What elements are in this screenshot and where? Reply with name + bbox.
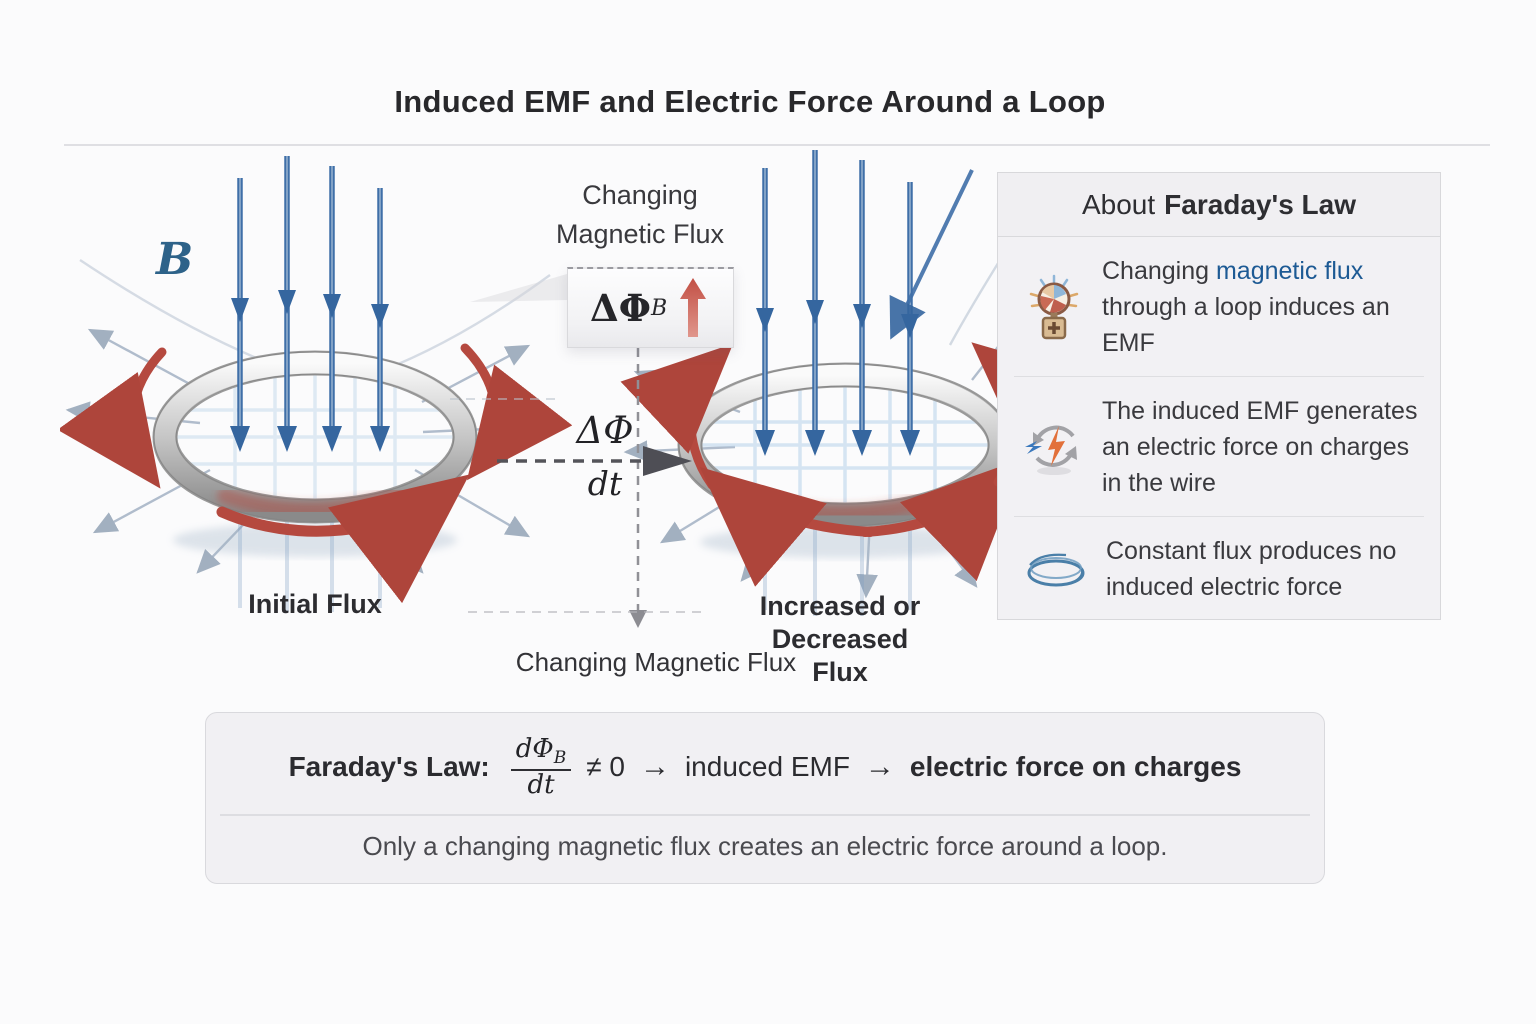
constant-flux-icon [1022,543,1090,595]
delta-flux-symbol: ΔΦ [590,286,651,330]
item1-highlight: magnetic flux [1215,257,1364,285]
b-field-arrows [755,150,974,616]
formula-note: Only a changing magnetic flux creates an… [362,831,1168,861]
initial-flux-caption: Initial Flux [248,589,382,619]
flux-plane-grid [177,373,453,501]
emf-cycle-icon [1022,416,1086,478]
increased-flux-caption: Increased or Decreased Flux [694,590,986,689]
panel-title-prefix: About [1081,188,1156,220]
title-divider [64,144,1490,146]
panel-item-text: Changing magnetic flux through a loop in… [1102,253,1420,361]
item1-suffix: through a loop induces an EMF [1102,293,1390,357]
faraday-law-label: Faraday's Law: [288,751,490,782]
panel-item-flux-change: Changing magnetic flux through a loop in… [998,237,1440,376]
flux-change-icon [1022,272,1086,342]
panel-divider [1014,376,1424,377]
formula-row: Faraday's Law: dΦB dt ≠ 0 → induced EMF … [206,713,1324,804]
faraday-law-formula-box: Faraday's Law: dΦB dt ≠ 0 → induced EMF … [205,712,1325,884]
page-title: Induced EMF and Electric Force Around a … [394,84,1106,119]
increased-flux-line2: Flux [812,657,868,687]
rate-fraction-denominator: dt [587,464,623,503]
emf-circulation-arrows [60,343,573,604]
changing-flux-line2: Magnetic Flux [555,219,725,249]
increased-flux-line1: Increased or Decreased [759,591,921,654]
fraction-numerator: dΦB [510,734,572,771]
changing-flux-label-bottom: Changing Magnetic Flux [515,647,797,677]
flux-up-arrow-icon [680,278,707,337]
electric-force-step: electric force on charges [909,751,1242,782]
panel-item-emf-force: The induced EMF generates an electric fo… [998,377,1440,516]
induced-emf-step: induced EMF [684,751,850,782]
flux-derivative-fraction: dΦB dt [510,734,572,800]
panel-item-text: Constant flux produces no induced electr… [1106,537,1397,601]
left-loop-diagram [60,156,573,612]
changing-flux-line1: Changing [582,180,698,210]
fraction-num-main: dΦ [515,734,554,765]
about-faradays-law-panel: About Faraday's Law [997,172,1441,620]
arrow-right-icon: → [639,750,670,783]
changing-flux-label-top: Changing Magnetic Flux [498,176,782,254]
fraction-denominator: dt [527,769,555,800]
delta-flux-subscript: B [650,295,668,321]
neq-zero-condition: ≠ 0 [586,751,625,782]
b-field-label: B [156,234,194,285]
panel-item-text: The induced EMF generates an electric fo… [1102,397,1418,497]
panel-item-constant-flux: Constant flux produces no induced electr… [998,517,1440,620]
panel-divider [1014,516,1424,517]
arrow-right-icon: → [864,750,895,783]
rate-fraction-numerator: ΔΦ [576,409,634,452]
right-loop-diagram [620,150,1040,616]
item1-prefix: Changing [1102,257,1216,285]
fraction-num-sub: B [553,748,567,769]
panel-title: About Faraday's Law [998,173,1440,237]
formula-divider [220,814,1310,816]
panel-title-bold: Faraday's Law [1164,188,1357,220]
